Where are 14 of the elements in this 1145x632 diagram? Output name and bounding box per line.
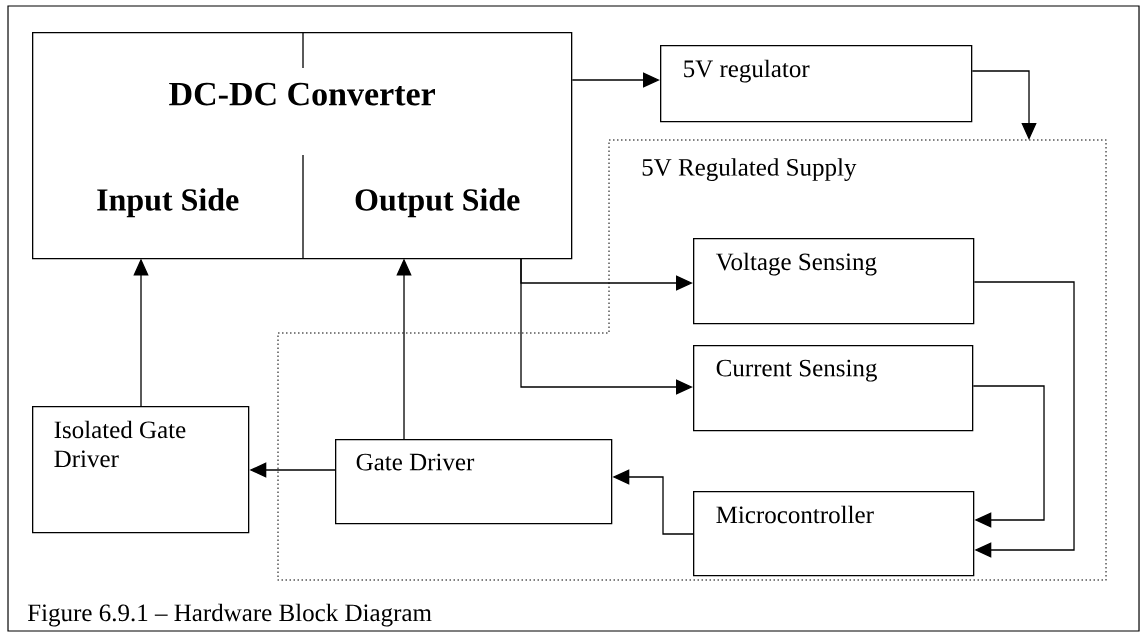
section-label: Input Side — [97, 188, 239, 218]
arrow — [972, 385, 1045, 528]
arrow — [973, 281, 1075, 558]
section-label: Output Side — [355, 188, 520, 218]
process-box: Gate Driver — [335, 439, 613, 525]
arrow — [571, 72, 660, 88]
process-box: 5V regulator — [660, 45, 973, 123]
arrow — [971, 70, 1037, 140]
process-box: Microcontroller — [693, 491, 975, 577]
caption: Figure 6.9.1 – Hardware Block Diagram — [27, 603, 432, 627]
process-box: Isolated Gate Driver — [32, 406, 250, 534]
arrow — [520, 257, 693, 395]
process-box: Voltage Sensing — [693, 238, 975, 325]
process-box: Current Sensing — [693, 345, 974, 432]
